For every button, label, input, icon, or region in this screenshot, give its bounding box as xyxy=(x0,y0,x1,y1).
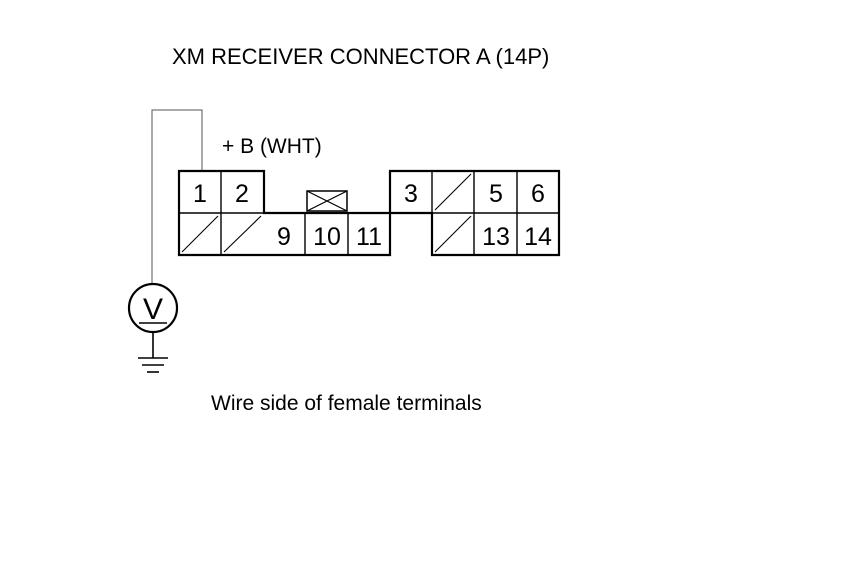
wire-label: + B (WHT) xyxy=(222,135,322,158)
pin-11: 11 xyxy=(356,223,382,251)
pin-14: 14 xyxy=(524,223,552,251)
diagram-title: XM RECEIVER CONNECTOR A (14P) xyxy=(172,44,549,69)
ground-icon xyxy=(138,332,168,373)
unused-cavity-4 xyxy=(434,173,472,211)
unused-cavity-12 xyxy=(434,215,472,253)
pin-2: 2 xyxy=(235,180,249,208)
pin-3: 3 xyxy=(404,180,418,208)
unused-cavity-8 xyxy=(223,215,262,253)
voltmeter-icon: V xyxy=(127,282,179,334)
pin-13: 13 xyxy=(482,223,510,251)
pin-5: 5 xyxy=(489,180,503,208)
pin-6: 6 xyxy=(531,180,545,208)
view-note: Wire side of female terminals xyxy=(211,392,482,415)
pin-1: 1 xyxy=(193,180,207,208)
meter-symbol: V xyxy=(143,293,163,326)
pin-9: 9 xyxy=(277,223,291,251)
probe-lead xyxy=(151,109,203,286)
connector-lock-tab-icon xyxy=(306,190,348,212)
unused-cavity-7 xyxy=(181,215,219,253)
pin-10: 10 xyxy=(313,223,341,251)
